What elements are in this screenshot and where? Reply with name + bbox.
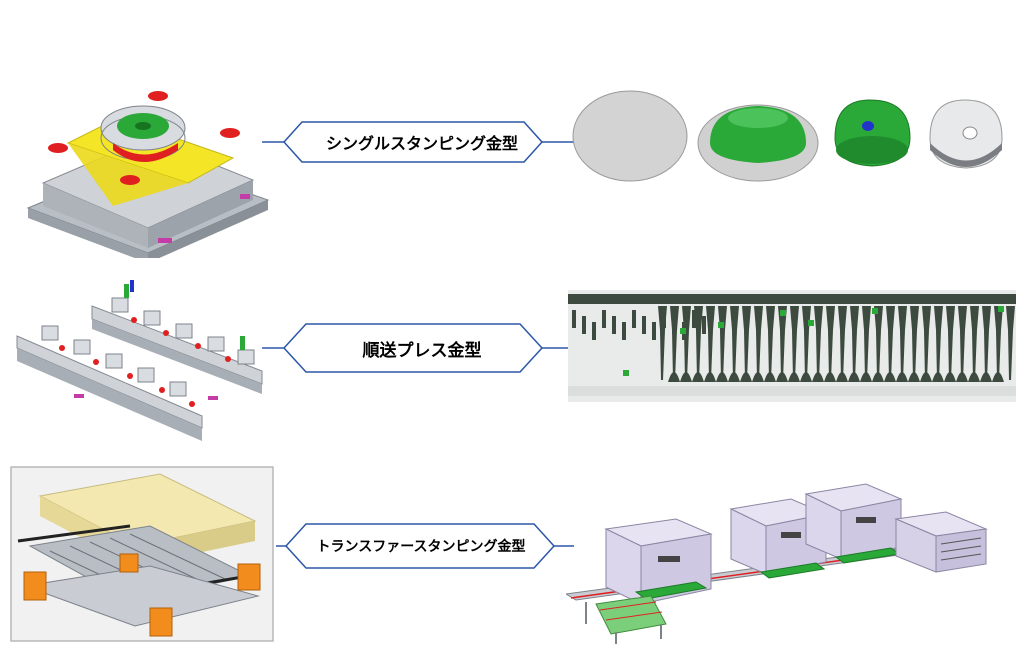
connector-line-2 bbox=[262, 323, 574, 373]
row-single-stamping: シングルスタンピング金型 bbox=[0, 0, 1024, 260]
progressive-strip-image bbox=[568, 290, 1016, 402]
transfer-die-image bbox=[10, 466, 274, 642]
label-progressive: 順送プレス金型 bbox=[362, 340, 482, 361]
label-transfer: トランスファースタンピング金型 bbox=[316, 539, 526, 555]
single-stamping-die-image bbox=[18, 88, 276, 258]
connector-line-3 bbox=[276, 523, 574, 569]
forming-stages-image bbox=[570, 88, 1015, 188]
row-progressive: 順送プレス金型 bbox=[0, 270, 1024, 460]
row-transfer: トランスファースタンピング金型 bbox=[0, 462, 1024, 652]
connector-line-1 bbox=[262, 121, 574, 163]
transfer-press-line-image bbox=[566, 474, 1016, 646]
label-single-stamping: シングルスタンピング金型 bbox=[325, 134, 518, 153]
progressive-die-image bbox=[12, 276, 274, 456]
